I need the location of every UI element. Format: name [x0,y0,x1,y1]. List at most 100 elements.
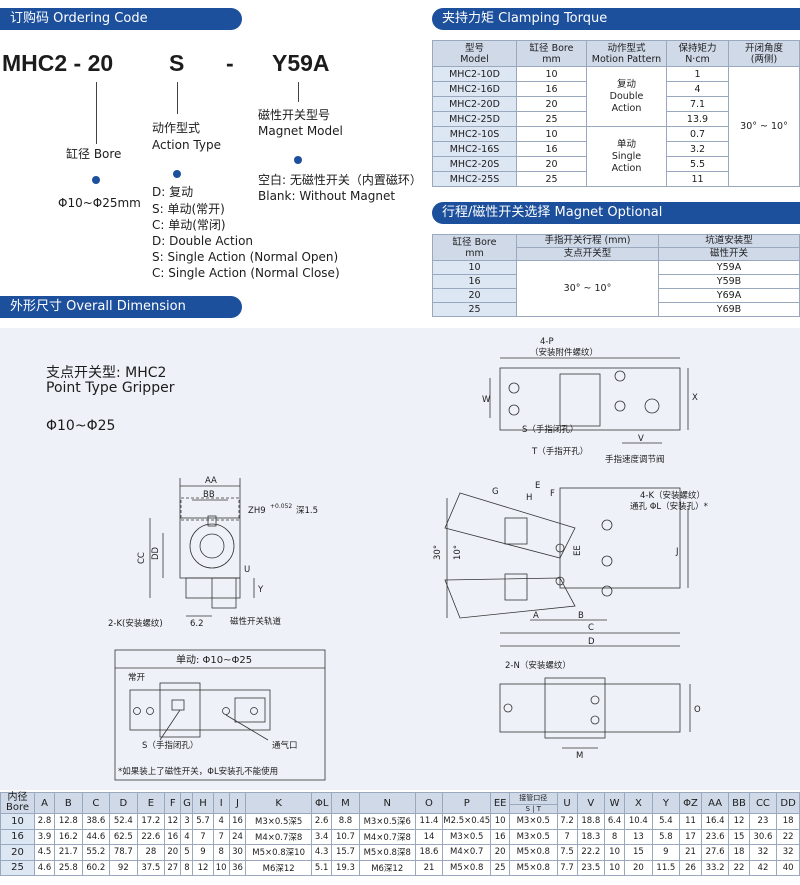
dt-cell: 7.7 [556,859,578,876]
tq-bore: 16 [516,141,587,157]
tq-torque: 5.5 [666,156,729,172]
dt-cell: 22.2 [576,844,606,861]
lbl-no: 常开 [128,672,146,683]
tq-model: MHC2-16D [432,81,517,97]
dt-cell: M5×0.8 [509,859,558,876]
dt-bore-cell: 16 [0,828,35,845]
action-option-6: C: Single Action (Normal Close) [152,266,340,280]
front-body [179,517,241,579]
tq-single: 单动 Single Action [586,126,667,187]
dt-cell: 16.2 [54,828,83,845]
dt-cell: 16 [164,828,182,845]
tq-torque: 1 [666,66,729,82]
ordering-code-header: 订购码 Ordering Code [0,8,242,30]
dt-th: EE [490,792,511,814]
dt-cell: M5×0.8深8 [358,844,416,861]
action-label-en: Action Type [152,138,221,152]
code-action: S [169,50,185,76]
lbl-s-close: S（手指闭孔） [522,424,578,435]
dt-cell: 5.7 [192,813,214,830]
magnet-header: 行程/磁性开关选择 Magnet Optional [432,202,800,224]
dt-th: M [331,792,360,814]
dt-cell: M6深12 [358,859,416,876]
dt-cell: 2.8 [33,813,56,830]
mg-th-stroke: 手指开关行程 (mm) [516,234,659,248]
dt-cell: 8 [180,859,194,876]
tq-model: MHC2-25S [432,171,517,187]
mg-th-point: 支点开关型 [516,247,659,261]
dt-cell: 16 [490,828,511,845]
dt-th: O [414,792,444,814]
dt-cell: 60.2 [81,859,111,876]
th-motion: 动作型式 Motion Pattern [586,40,667,67]
lbl-v: V [638,434,644,444]
tq-bore: 16 [516,81,587,97]
dt-cell: 18 [776,813,800,830]
dt-sub-t: T [536,804,542,813]
tq-torque: 0.7 [666,126,729,142]
lbl-g: G [492,487,499,497]
dt-th: W [604,792,626,814]
dt-cell: 22 [728,859,750,876]
dt-cell: 21.7 [54,844,83,861]
lbl-a: A [533,611,539,621]
lbl-e: E [535,481,540,491]
dt-cell: M2.5×0.45 [442,813,492,830]
lbl-thru: 通孔 ΦL（安装孔）* [630,501,708,512]
lbl-zh: ZH9 [248,506,266,516]
dt-bore-cell: 20 [0,844,35,861]
lbl-dd: DD [151,546,161,560]
front-bore-circle [189,523,235,569]
dt-cell: M4×0.7深8 [358,828,416,845]
dt-cell: 36 [228,859,247,876]
dt-cell: 32 [776,844,800,861]
dt-cell: 7.2 [556,813,578,830]
lbl-n2: 2-N（安装螺纹） [505,660,571,671]
tq-model: MHC2-16S [432,141,517,157]
upper-finger [444,492,576,559]
lbl-k4: 4-K（安装螺纹） [640,490,705,501]
dt-cell: 23 [748,813,778,830]
dt-cell: 11.5 [651,859,681,876]
dt-cell: 8.8 [331,813,360,830]
lbl-cc: CC [137,552,147,564]
dt-th: X [624,792,653,814]
lbl-rail: 磁性开关轨道 [230,616,282,627]
dt-cell: 20 [490,844,511,861]
dt-cell: 12 [728,813,750,830]
dt-cell: 18.6 [414,844,444,861]
magnet-table: 缸径 Bore mm 手指开关行程 (mm) 坑道安装型 支点开关型 磁性开关 … [432,234,800,317]
dt-cell: M5×0.8 [442,859,492,876]
lbl-f: F [550,489,555,499]
dt-cell: M4×0.7深8 [245,828,313,845]
dt-cell: M4×0.7 [442,844,492,861]
lbl-p4-note: （安装附件螺纹） [530,347,598,358]
dt-cell: 23.6 [700,828,730,845]
dt-cell: 27 [164,859,182,876]
dt-cell: 4 [180,828,194,845]
tq-torque: 7.1 [666,96,729,112]
dt-cell: 4.5 [33,844,56,861]
dt-cell: 28 [136,844,166,861]
dt-th: H [192,792,214,814]
dt-cell: 37.5 [136,859,166,876]
dt-cell: 22 [776,828,800,845]
dt-cell: 20 [164,844,182,861]
dim-title-cn: 支点开关型: MHC2 [46,365,167,381]
dt-th: G [180,792,194,814]
lbl-k2-gap: 6.2 [190,619,204,629]
lbl-angle30: 30° [433,545,443,560]
dt-cell: 9 [192,844,214,861]
dt-cell: 5.4 [651,813,681,830]
action-option-1: D: 复动 [152,185,194,199]
mg-switch: Y69A [658,288,800,303]
dt-cell: 19.3 [331,859,360,876]
dt-cell: 10 [212,859,230,876]
dt-th: B [54,792,83,814]
bore-dot [92,176,100,184]
dt-th: E [136,792,166,814]
bore-label: 缸径 Bore [66,147,122,161]
magnet-blank-cn: 空白: 无磁性开关（内置磁环） [258,173,422,187]
mg-switch: Y69B [658,302,800,317]
